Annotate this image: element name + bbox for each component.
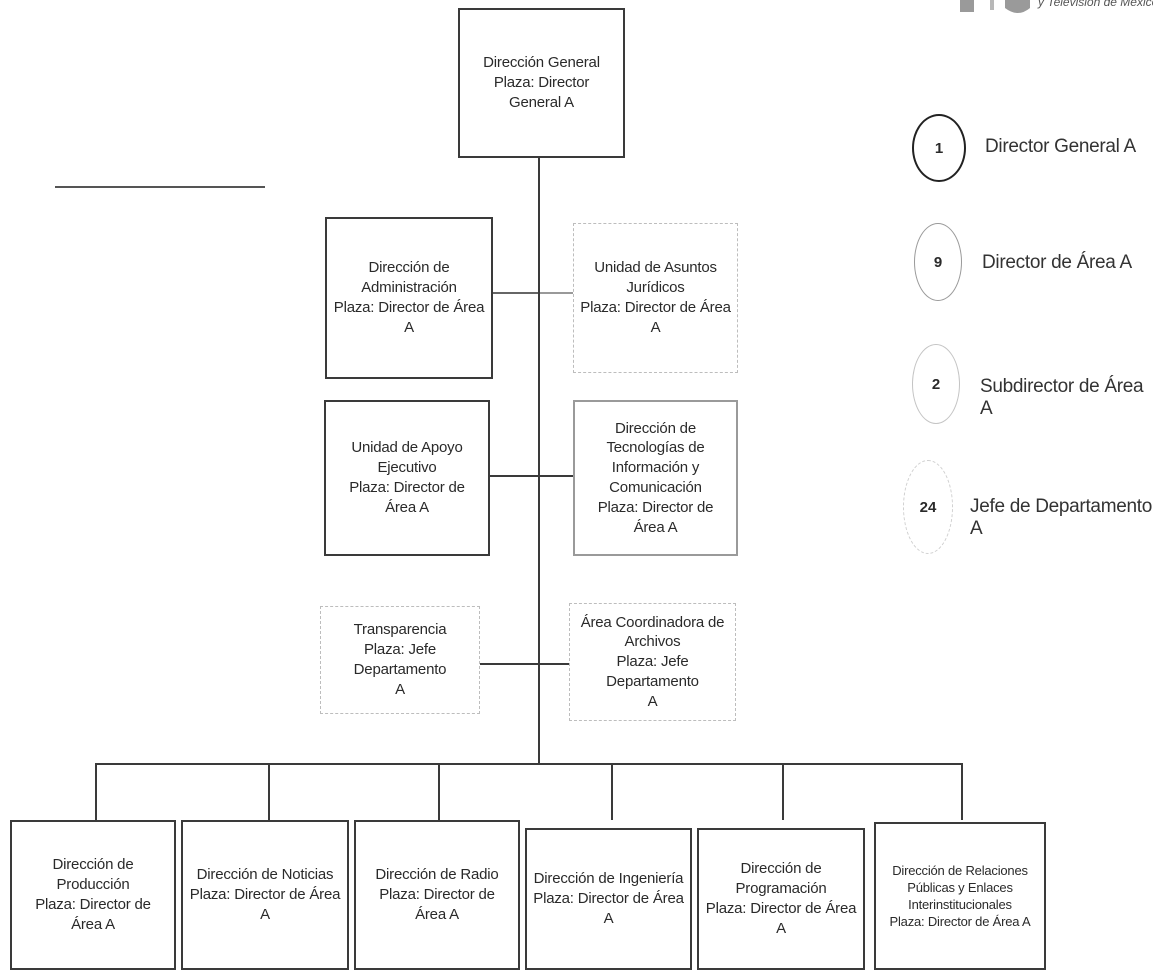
org-box-bottom-6: Dirección de Relaciones Públicas y Enlac… — [874, 822, 1046, 970]
connector-row3-right — [540, 663, 569, 665]
box-line: Archivos — [624, 633, 681, 651]
main-vertical-connector — [538, 158, 540, 765]
bottom-horizontal-connector — [95, 763, 963, 765]
box-line: Información y — [611, 459, 700, 477]
legend-label: Director General A — [985, 136, 1136, 157]
box-line: Plaza: Jefe Departamento — [606, 653, 699, 690]
box-line: Plaza: Director de Área A — [333, 299, 485, 336]
org-box-bottom-5: Dirección de Programación Plaza: Directo… — [697, 828, 865, 970]
top-line-1: Dirección General — [483, 54, 600, 72]
org-box-bottom-4: Dirección de Ingeniería Plaza: Director … — [525, 828, 692, 970]
drop-connector-2 — [268, 763, 270, 820]
box-line: A — [395, 680, 405, 698]
box-line: Producción — [56, 876, 130, 894]
legend-count: 2 — [931, 375, 941, 393]
legend-label: Subdirector de Área A — [980, 376, 1144, 419]
top-line-2: Plaza: Director General A — [493, 74, 590, 111]
box-line: Administración — [361, 279, 457, 297]
box-line: Plaza: Director de Área A — [189, 886, 341, 923]
box-line: Plaza: Director de Área A — [533, 890, 684, 927]
logo-icon — [960, 0, 1030, 13]
box-line: Dirección de — [368, 259, 450, 277]
box-line: Plaza: Director de Área A — [35, 896, 151, 933]
box-line: Dirección de — [740, 860, 822, 878]
legend-label: Jefe de Departamento A — [970, 496, 1153, 539]
box-line: Dirección de Relaciones — [892, 862, 1028, 878]
box-line: Ejecutivo — [377, 459, 437, 477]
box-line: Jurídicos — [626, 279, 685, 297]
box-line: Tecnologías de — [606, 439, 705, 457]
box-line: A — [647, 692, 658, 710]
org-box-left-3: Transparencia Plaza: Jefe Departamento A — [320, 606, 480, 714]
box-line: Plaza: Director de Área A — [379, 886, 495, 923]
connector-row1-left — [493, 292, 538, 294]
box-line: Transparencia — [353, 621, 447, 639]
box-line: Interinstitucionales — [908, 897, 1012, 912]
box-line: Área Coordinadora de — [580, 613, 725, 631]
box-line: Plaza: Jefe Departamento — [353, 641, 447, 678]
legend-circle-director-area: 9 — [914, 223, 962, 301]
box-line: Dirección de Noticias — [196, 866, 334, 884]
org-box-left-2: Unidad de Apoyo Ejecutivo Plaza: Directo… — [324, 400, 490, 556]
box-line: Públicas y Enlaces — [907, 879, 1013, 895]
org-box-bottom-2: Dirección de Noticias Plaza: Director de… — [181, 820, 349, 970]
legend-label: Director de Área A — [982, 252, 1132, 273]
drop-connector-6 — [961, 763, 963, 820]
box-line: Unidad de Apoyo — [351, 439, 463, 457]
drop-connector-1 — [95, 763, 97, 820]
connector-row3-left — [480, 663, 538, 665]
box-line: Comunicación — [609, 479, 702, 496]
drop-connector-4 — [611, 763, 613, 820]
legend-count: 9 — [933, 253, 943, 271]
box-line: Programación — [735, 880, 827, 898]
legend-circle-director-general: 1 — [912, 114, 966, 182]
legend-circle-subdirector: 2 — [912, 344, 960, 424]
box-line: Dirección de — [615, 419, 696, 437]
org-box-direccion-general: Dirección General Plaza: Director Genera… — [458, 8, 625, 158]
org-box-right-2: Dirección de Tecnologías de Información … — [573, 400, 738, 556]
org-box-bottom-1: Dirección de Producción Plaza: Director … — [10, 820, 176, 970]
org-box-bottom-3: Dirección de Radio Plaza: Director de Ár… — [354, 820, 520, 970]
legend-count: 24 — [919, 498, 937, 516]
logo: y Televisión de México — [960, 0, 1153, 22]
connector-row1-right — [540, 292, 573, 294]
org-box-right-3: Área Coordinadora de Archivos Plaza: Jef… — [569, 603, 736, 721]
connector-row2-left — [490, 475, 538, 477]
legend-count: 1 — [934, 139, 944, 157]
box-line: Plaza: Director de Área A — [597, 498, 714, 536]
legend-circle-jefe-departamento: 24 — [903, 460, 953, 554]
box-line: Plaza: Director de Área A — [580, 299, 731, 336]
org-box-left-1: Dirección de Administración Plaza: Direc… — [325, 217, 493, 379]
logo-text: y Televisión de México — [1038, 0, 1153, 9]
box-line: Dirección de Ingeniería — [533, 870, 684, 888]
box-line: Dirección de Radio — [375, 866, 499, 884]
box-line: Plaza: Director de Área A — [349, 479, 465, 516]
drop-connector-3 — [438, 763, 440, 820]
box-line: Plaza: Director de Área A — [705, 900, 857, 937]
org-box-right-1: Unidad de Asuntos Jurídicos Plaza: Direc… — [573, 223, 738, 373]
box-line: Dirección de — [52, 856, 134, 874]
drop-connector-5 — [782, 763, 784, 820]
connector-row2-right — [540, 475, 573, 477]
box-line: Unidad de Asuntos — [594, 259, 717, 277]
header-rule — [55, 186, 265, 188]
box-line: Plaza: Director de Área A — [889, 914, 1031, 930]
